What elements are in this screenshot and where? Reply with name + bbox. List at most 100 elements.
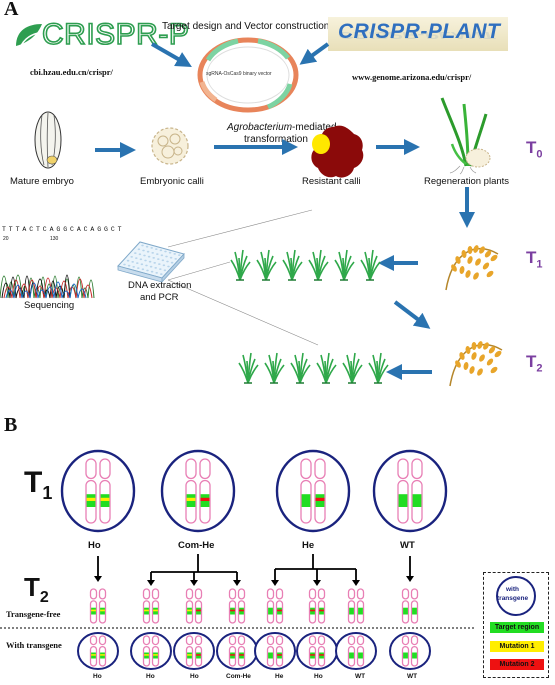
t1-plant-circle — [60, 449, 136, 533]
chromosome — [410, 635, 419, 667]
arrow-down — [352, 569, 360, 586]
crispr-plant-logo: CRISPR-PLANT — [338, 20, 501, 43]
resistant-calli-icon — [311, 125, 364, 178]
chromosome — [237, 635, 246, 667]
chromosome — [314, 458, 326, 524]
t2-transgene-circle — [216, 632, 258, 670]
regeneration-plants-label: Regeneration plants — [424, 176, 510, 187]
t2-label-b: T2 — [24, 572, 49, 607]
chromosome — [356, 635, 365, 667]
crispr-plant-logo-box — [328, 17, 508, 51]
legend-circle — [496, 576, 536, 616]
t2-transgene-circle — [130, 632, 172, 670]
t1-plant-circle — [275, 449, 351, 533]
seedling-icon — [290, 352, 311, 384]
sequence-text: T T T A C T C A G G C A C A G G C T — [2, 226, 122, 233]
chromosome — [228, 588, 237, 624]
t2-transgene-circle — [254, 632, 296, 670]
flow-arrows — [95, 139, 475, 380]
seedling-icon — [334, 249, 355, 281]
chromosome — [142, 588, 151, 624]
seedling-icon — [360, 249, 381, 281]
chromosome — [356, 588, 365, 624]
sequencing-label: Sequencing — [24, 300, 75, 311]
panel-a-label: A — [4, 0, 19, 20]
crispr-p-url: cbi.hzau.edu.cn/crispr/ — [30, 67, 113, 77]
transformation-label: transformation — [244, 134, 308, 145]
t1-label-a: T1 — [526, 248, 543, 270]
chromosome — [142, 635, 151, 667]
seedling-icon — [316, 352, 337, 384]
arrows-to-vector — [151, 42, 330, 67]
arrow-down — [271, 569, 279, 586]
chromosome — [98, 588, 107, 624]
chromosome — [199, 458, 211, 524]
seedling-icon — [308, 249, 329, 281]
t2b-sub: 2 — [39, 589, 49, 607]
chromosome — [410, 588, 419, 624]
genotype-label-com-he: Com-He — [178, 540, 215, 551]
t1a-letter: T — [526, 248, 537, 267]
chromosome — [308, 635, 317, 667]
seedling-icon — [368, 352, 389, 384]
t2a-letter: T — [526, 352, 537, 371]
chromosome — [98, 635, 107, 667]
chromosome — [317, 635, 326, 667]
chromosome — [347, 588, 356, 624]
t2-label-a: T2 — [526, 352, 543, 374]
arrow-down — [190, 572, 198, 586]
seedling-icon — [238, 352, 259, 384]
legend-item-mutation-1: Mutation 1 — [490, 641, 544, 652]
seedling-icon — [230, 249, 251, 281]
bottom-label-5: He — [275, 673, 284, 680]
bottom-label-4: Com-He — [226, 673, 251, 680]
chromosome — [99, 458, 111, 524]
chromatogram-icon — [0, 274, 95, 299]
t2-transgene-circle — [173, 632, 215, 670]
mature-embryo-label: Mature embryo — [10, 176, 74, 187]
crispr-p-logo-icon — [16, 24, 43, 49]
chromosome — [411, 458, 423, 524]
chromosome — [228, 635, 237, 667]
crispr-plant-url: www.genome.arizona.edu/crispr/ — [352, 72, 472, 82]
chromosome — [185, 458, 197, 524]
t2-transgene-circle — [389, 632, 431, 670]
sequence-number-1: 20 — [3, 236, 9, 242]
chromosome — [266, 588, 275, 624]
chromosome — [89, 588, 98, 624]
crispr-p-logo: CRISPR-P — [41, 17, 190, 52]
t2a-sub: 2 — [536, 362, 543, 375]
genotype-label-he: He — [302, 540, 315, 551]
embryonic-calli-label: Embryonic calli — [140, 176, 204, 187]
chromosome — [266, 635, 275, 667]
chromosome — [275, 588, 284, 624]
chromosome — [401, 588, 410, 624]
chromosome — [85, 458, 97, 524]
resistant-calli-label: Resistant calli — [302, 176, 361, 187]
chromosome — [194, 588, 203, 624]
chromosome — [397, 458, 409, 524]
legend-title-1: with — [506, 586, 519, 593]
t2-transgene-circle — [335, 632, 377, 670]
rice-panicle-t2-icon — [449, 341, 503, 387]
chromosome — [194, 635, 203, 667]
chromosome — [401, 635, 410, 667]
chromosome — [185, 588, 194, 624]
mature-embryo-icon — [34, 111, 62, 169]
t1a-sub: 1 — [536, 258, 543, 271]
chromosome — [275, 635, 284, 667]
sequence-number-2: 130 — [50, 236, 59, 242]
bottom-label-7: WT — [355, 673, 366, 680]
bottom-label-3: Ho — [190, 673, 199, 680]
seedling-rows — [230, 249, 389, 384]
bottom-label-6: Ho — [314, 673, 323, 680]
panel-b-label: B — [4, 414, 18, 436]
t1b-letter: T — [24, 466, 43, 499]
seedling-icon — [282, 249, 303, 281]
t2b-letter: T — [24, 572, 40, 602]
agrobacterium-suffix: -mediated — [292, 122, 337, 133]
seedling-icon — [264, 352, 285, 384]
t0-sub: 0 — [536, 148, 543, 161]
bottom-label-1: Ho — [93, 673, 102, 680]
